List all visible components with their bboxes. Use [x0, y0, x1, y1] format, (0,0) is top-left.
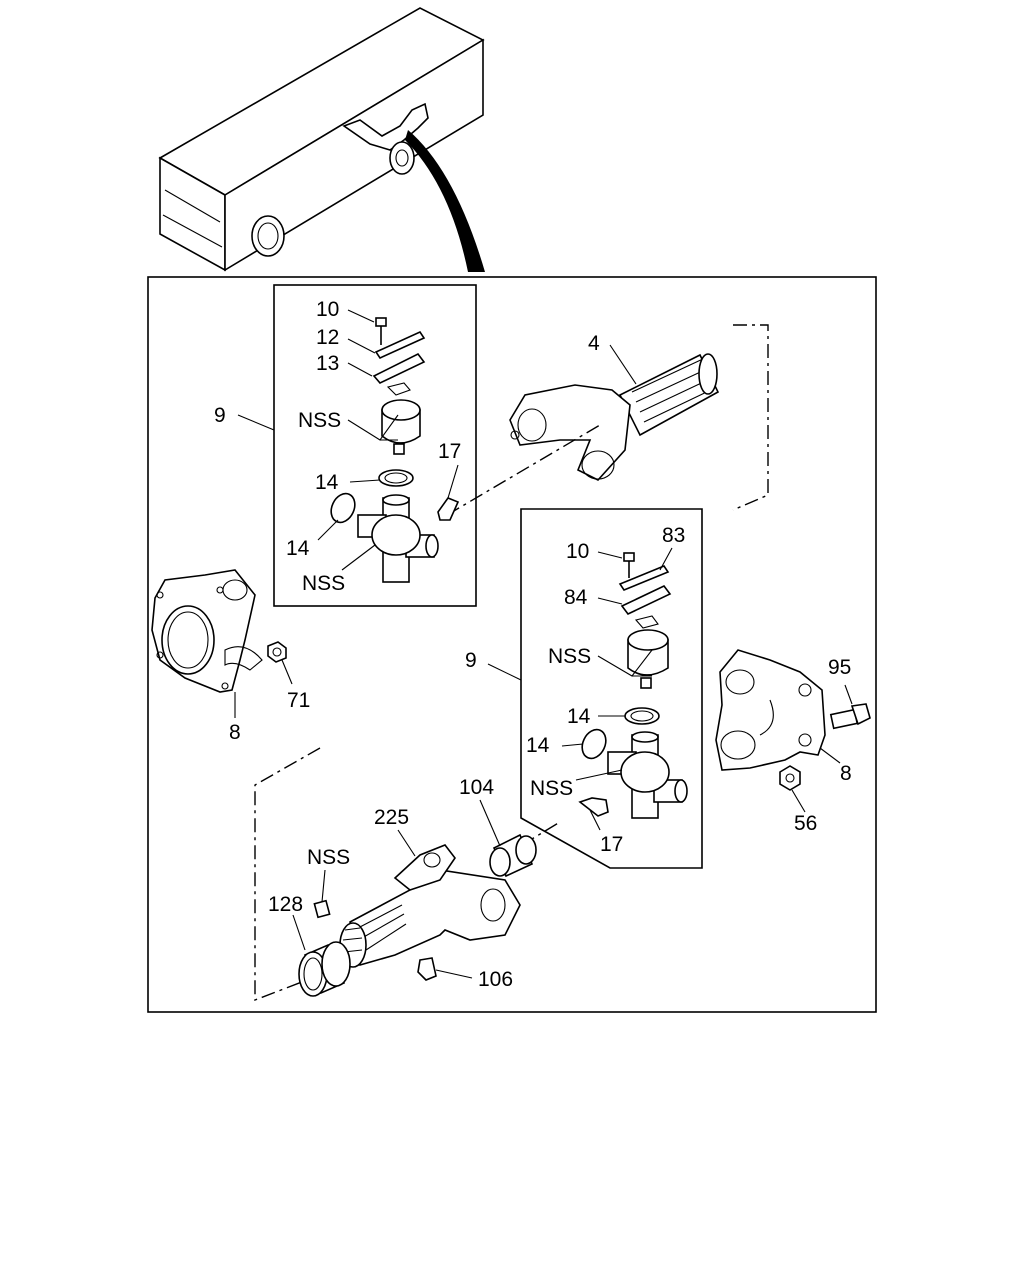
rear-joint-kit-box: [520, 508, 703, 869]
nut-71: [267, 641, 287, 663]
callout-8: 8: [229, 721, 241, 744]
rear-lock-strap-84: [620, 584, 672, 616]
callout-9: 9: [465, 649, 477, 672]
seal-104: [489, 833, 537, 878]
callout-nss: NSS: [298, 409, 341, 432]
callout-17: 17: [600, 833, 623, 856]
grease-fitting-106: [417, 957, 437, 981]
main-diagram-frame: [147, 276, 877, 1013]
rear-bolt-10: [623, 552, 635, 578]
callout-104: 104: [459, 776, 494, 799]
callout-14: 14: [286, 537, 310, 560]
callout-nss: NSS: [302, 572, 345, 595]
callout-8: 8: [840, 762, 852, 785]
callout-9: 9: [214, 404, 226, 427]
seal-128: [298, 941, 351, 997]
plug-nss: [313, 899, 331, 919]
callout-225: 225: [374, 806, 409, 829]
callout-13: 13: [316, 352, 339, 375]
slip-yoke-shaft: [509, 353, 720, 481]
callout-12: 12: [316, 326, 339, 349]
front-lock-strap-13: [372, 352, 426, 384]
rear-bearing-cup: [627, 629, 669, 689]
front-joint-kit-box: [273, 284, 477, 607]
slip-yoke-225: [339, 844, 521, 968]
right-flange-yoke: [715, 649, 826, 771]
front-seal-14: [378, 469, 414, 487]
front-lock-strap-12: [374, 330, 426, 360]
callout-83: 83: [662, 524, 685, 547]
callout-4: 4: [588, 332, 600, 355]
callout-10: 10: [566, 540, 589, 563]
nut-56: [779, 765, 801, 791]
detail-pointer: [405, 130, 485, 272]
rear-seal-14: [624, 707, 660, 725]
callout-95: 95: [828, 656, 851, 679]
front-universal-cross: [357, 494, 439, 583]
callout-84: 84: [564, 586, 588, 609]
rear-seal-ring-14: [581, 728, 607, 760]
callout-nss: NSS: [307, 846, 350, 869]
callout-10: 10: [316, 298, 339, 321]
callout-14: 14: [526, 734, 550, 757]
callout-nss: NSS: [530, 777, 573, 800]
front-bolt-10: [375, 317, 387, 345]
callout-14: 14: [567, 705, 591, 728]
vehicle-outline: [158, 7, 485, 272]
leader-lines: [234, 309, 853, 979]
callout-56: 56: [794, 812, 817, 835]
callout-71: 71: [287, 689, 310, 712]
rear-grease-fitting-17: [578, 797, 609, 817]
callout-17: 17: [438, 440, 461, 463]
callout-128: 128: [268, 893, 303, 916]
rear-lock-strap-83: [618, 565, 670, 591]
left-flange-yoke: [151, 569, 263, 693]
rear-universal-cross: [607, 731, 688, 819]
front-bearing-cup: [381, 399, 421, 455]
front-seal-ring-14: [330, 492, 356, 524]
front-grease-fitting-17: [437, 497, 460, 521]
callout-nss: NSS: [548, 645, 591, 668]
callout-14: 14: [315, 471, 339, 494]
bolt-95: [829, 703, 871, 730]
callout-106: 106: [478, 968, 513, 991]
